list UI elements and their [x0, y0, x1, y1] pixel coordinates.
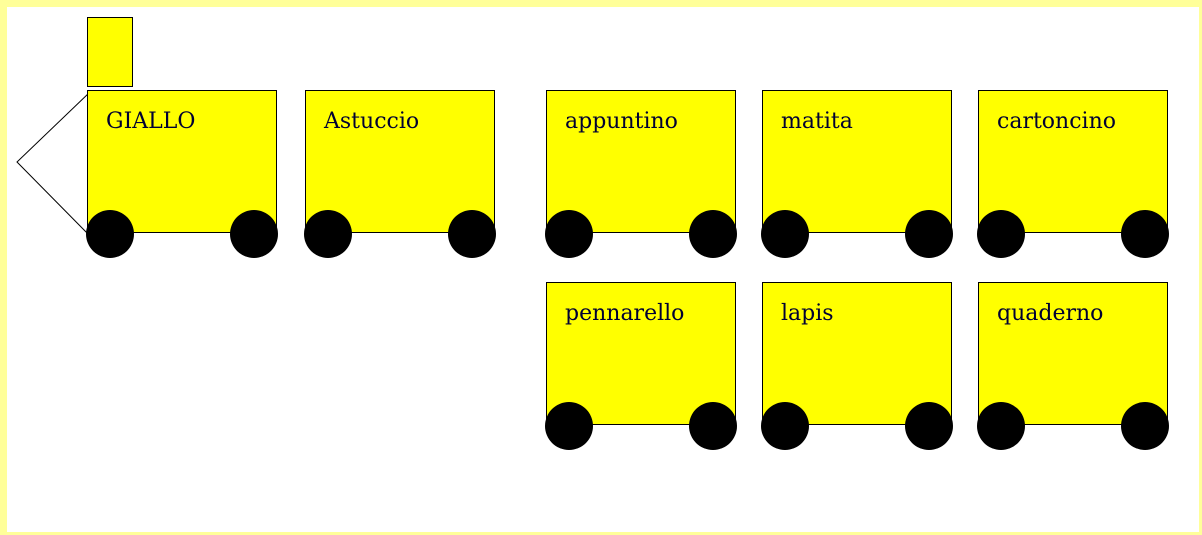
wagon-label: quaderno [997, 301, 1103, 326]
wagon-quaderno[interactable]: quaderno [978, 282, 1168, 425]
wagon-lapis[interactable]: lapis [762, 282, 952, 425]
wheel-icon [761, 210, 809, 258]
wheel-icon [1121, 210, 1169, 258]
wagon-appuntino[interactable]: appuntino [546, 90, 736, 233]
wheel-icon [977, 210, 1025, 258]
wagon-label: appuntino [565, 109, 678, 134]
wheel-icon [761, 402, 809, 450]
wheel-icon [689, 210, 737, 258]
chimney-icon [87, 17, 133, 87]
wheel-icon [545, 210, 593, 258]
wheel-icon [448, 210, 496, 258]
wheel-icon [905, 210, 953, 258]
wagon-label: Astuccio [324, 109, 419, 134]
wagon-matita[interactable]: matita [762, 90, 952, 233]
wheel-icon [905, 402, 953, 450]
wheel-icon [304, 210, 352, 258]
wagon-cartoncino[interactable]: cartoncino [978, 90, 1168, 233]
wagon-astuccio[interactable]: Astuccio [305, 90, 495, 233]
wheel-icon [86, 210, 134, 258]
wagon-label: matita [781, 109, 853, 134]
wheel-icon [230, 210, 278, 258]
wagon-label: pennarello [565, 301, 684, 326]
wagon-label: lapis [781, 301, 834, 326]
wagon-label: cartoncino [997, 109, 1116, 134]
locomotive-label: GIALLO [106, 109, 195, 134]
wheel-icon [1121, 402, 1169, 450]
wagon-pennarello[interactable]: pennarello [546, 282, 736, 425]
wheel-icon [977, 402, 1025, 450]
wheel-icon [689, 402, 737, 450]
locomotive: GIALLO [87, 90, 277, 233]
wheel-icon [545, 402, 593, 450]
locomotive-nose-icon [15, 90, 95, 240]
